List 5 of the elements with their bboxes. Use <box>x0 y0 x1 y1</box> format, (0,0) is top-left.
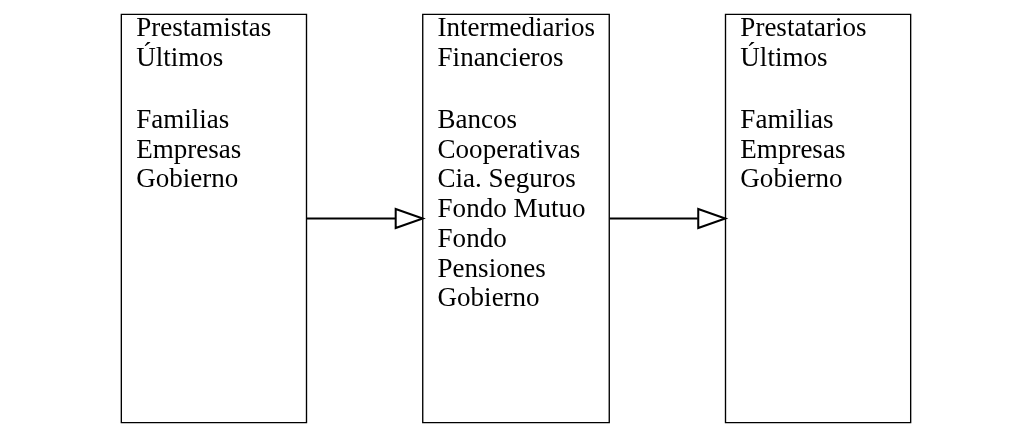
arrow <box>306 207 426 229</box>
node-box: Prestatarios Últimos Familias Empresas Gobierno <box>724 13 911 423</box>
arrow <box>609 207 728 229</box>
node-box: Intermediarios Financieros Bancos Cooperativas Cia. Seguros Fondo Mutuo Fondo Pensiones Gobierno <box>421 13 610 423</box>
node-box: Prestamistas Últimos Familias Empresas Gobierno <box>120 13 307 423</box>
